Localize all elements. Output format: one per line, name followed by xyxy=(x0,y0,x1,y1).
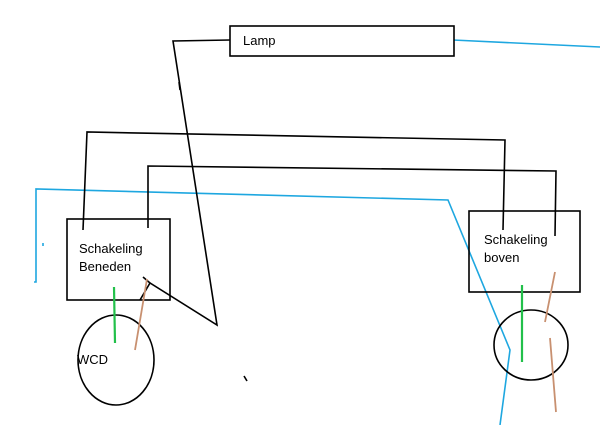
socket-label: WCD xyxy=(77,352,108,367)
neutral-wire xyxy=(34,188,511,425)
lamp-neutral-wire xyxy=(452,39,600,48)
switched-live-wire xyxy=(139,39,231,327)
switch-downstairs-box xyxy=(66,218,171,301)
live-wire-upstairs-2 xyxy=(549,337,557,413)
switch-upstairs-label-line1: Schakeling xyxy=(484,232,548,247)
socket-circle xyxy=(77,314,155,406)
switch-upstairs-box xyxy=(468,210,581,293)
traveler-wire-2 xyxy=(147,165,557,237)
earth-wire-downstairs xyxy=(112,286,117,344)
wire-tick-1 xyxy=(178,81,181,91)
traveler-wire-1 xyxy=(82,131,506,231)
live-wire-downstairs xyxy=(134,278,148,351)
lamp-box xyxy=(229,25,455,57)
live-wire-upstairs-1 xyxy=(544,271,556,323)
lamp-label: Lamp xyxy=(243,33,276,48)
wire-tick-2 xyxy=(243,375,248,382)
switch-downstairs-label-line1: Schakeling xyxy=(79,241,143,256)
junction-box-circle xyxy=(493,309,569,381)
switch-downstairs-label-line2: Beneden xyxy=(79,259,131,274)
switch-upstairs-label-line2: boven xyxy=(484,250,519,265)
